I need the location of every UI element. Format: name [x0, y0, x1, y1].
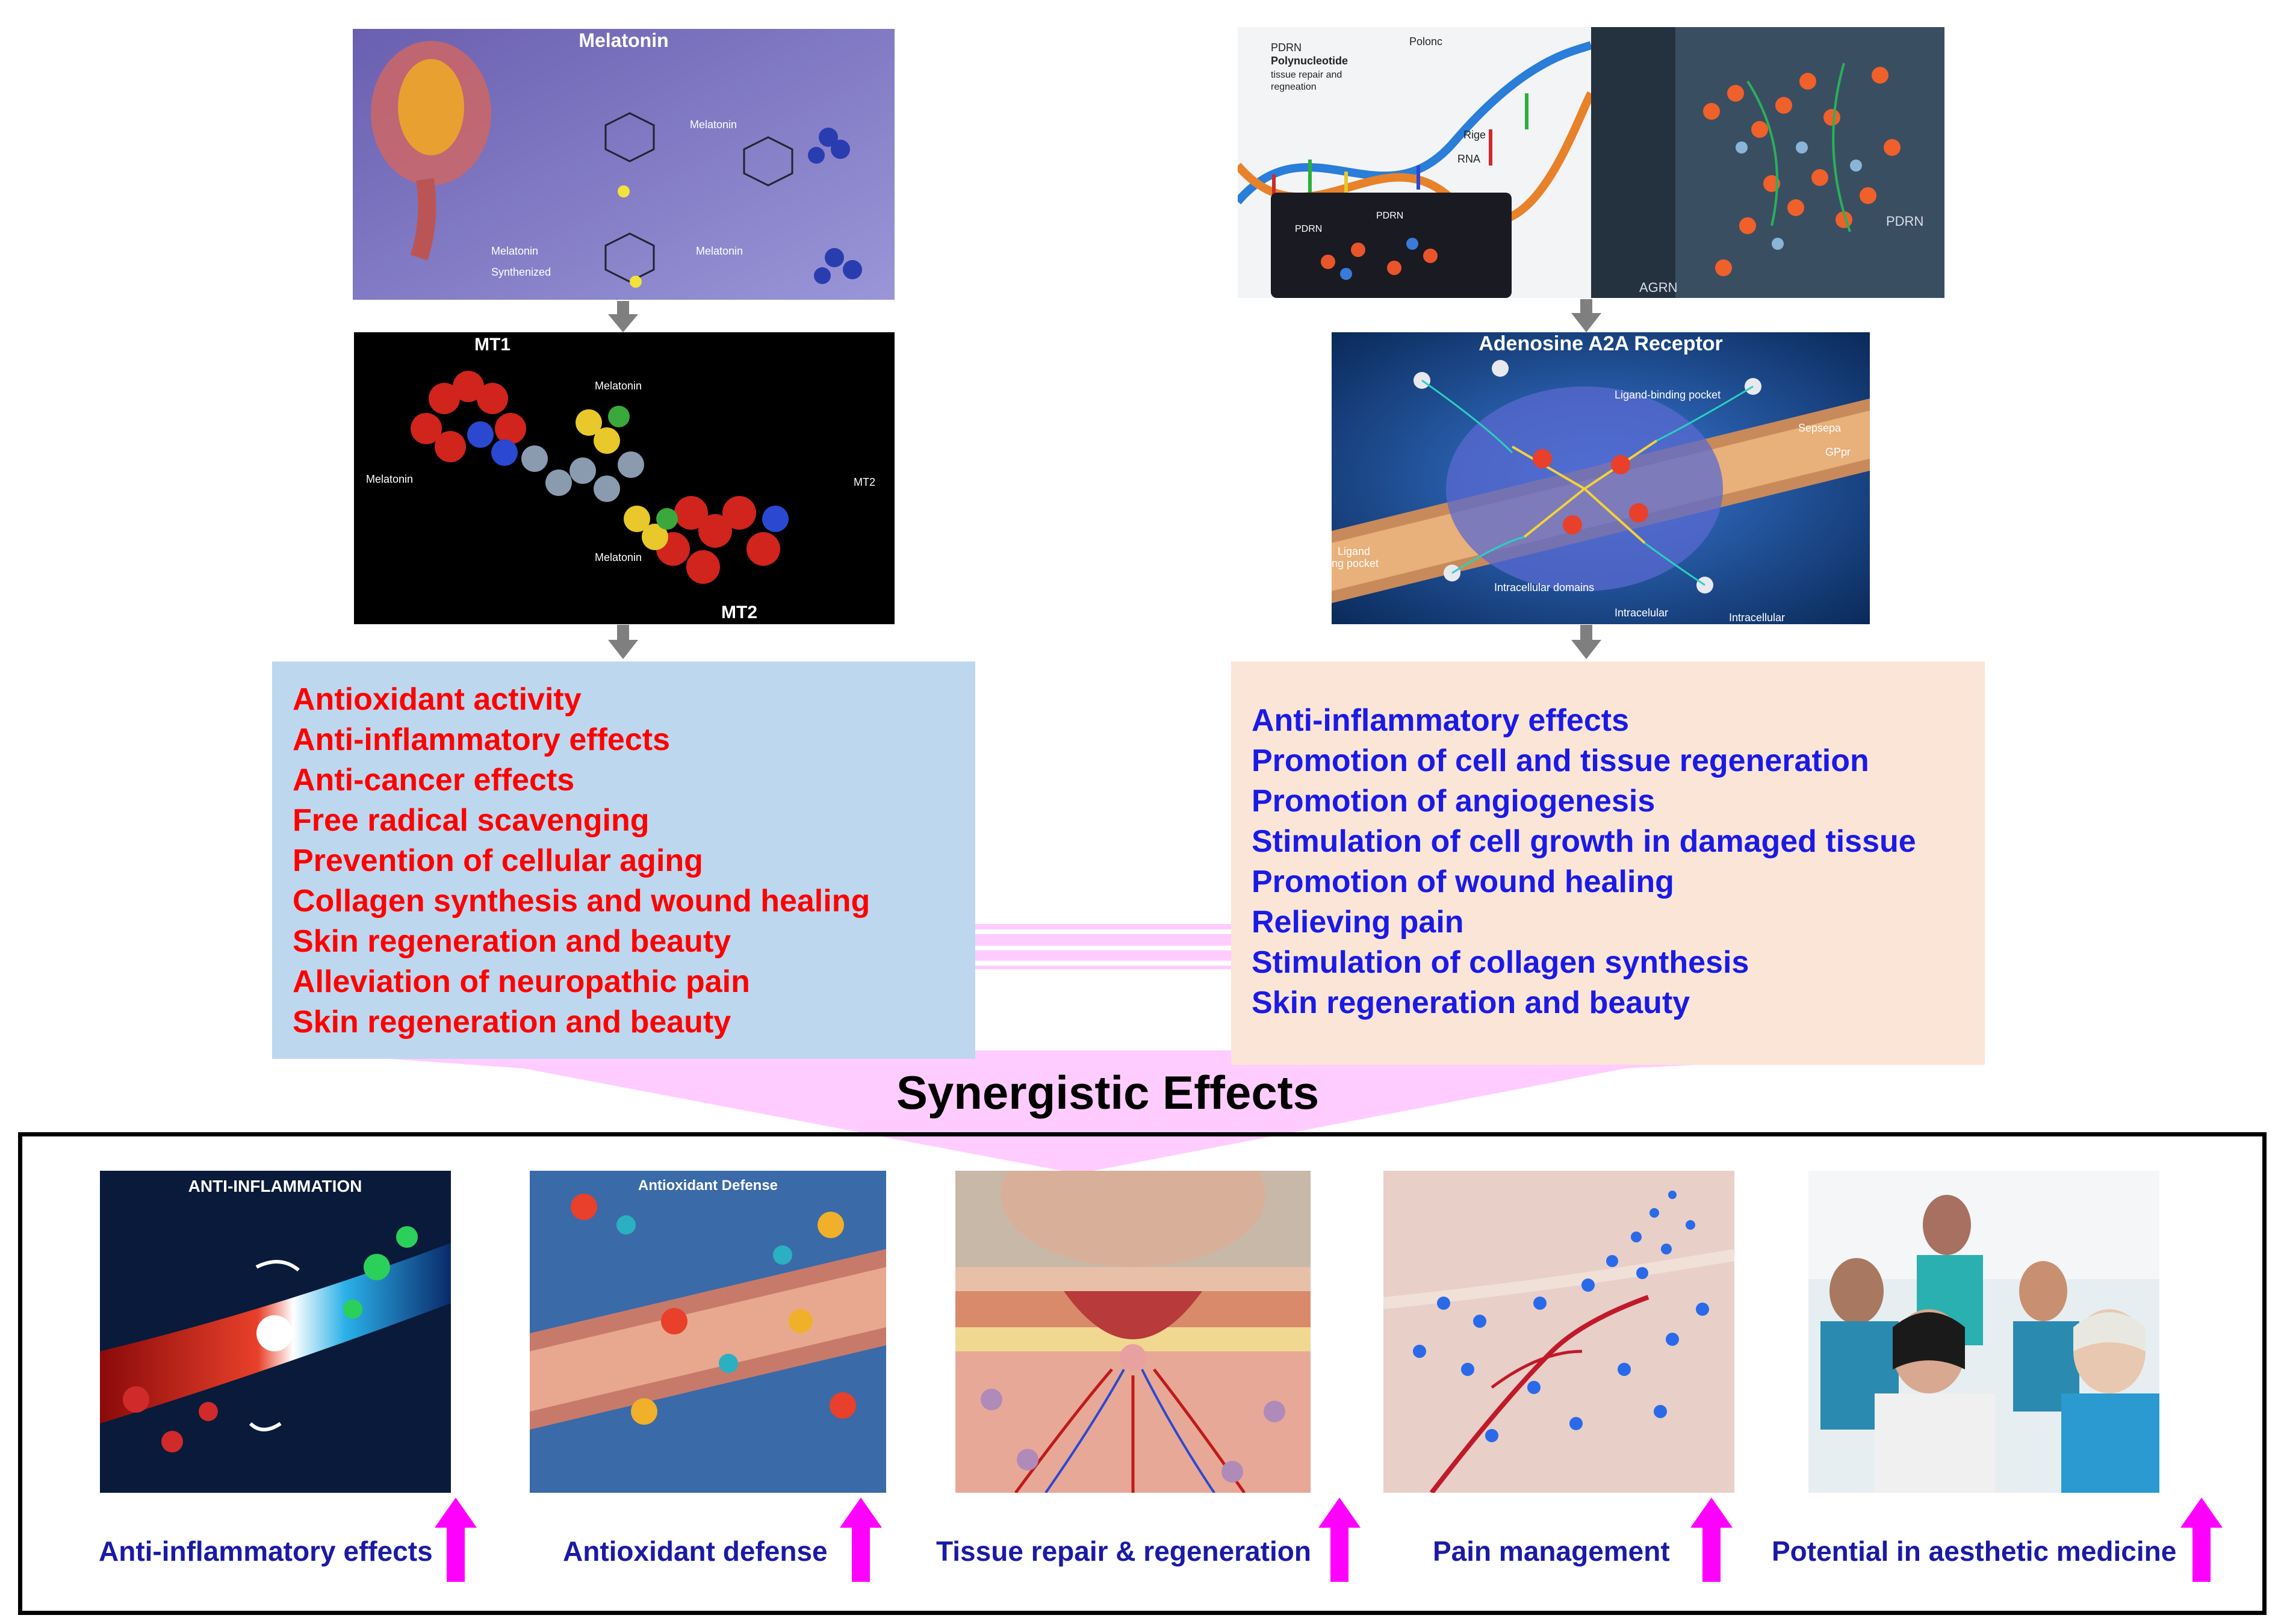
- increase-arrow-icon: [840, 1498, 882, 1582]
- pdrn-effects-box: Anti-inflammatory effects Promotion of c…: [1231, 662, 1985, 1065]
- svg-text:Melatonin: Melatonin: [690, 119, 737, 131]
- effect-item: Anti-cancer effects: [293, 763, 575, 798]
- melatonin-receptor-image: MT1 Melatonin Melatonin MT2 Melatonin MT…: [354, 332, 895, 624]
- down-arrow: [608, 301, 638, 332]
- svg-text:ng pocket: ng pocket: [1332, 557, 1379, 569]
- svg-text:Polonc: Polonc: [1409, 36, 1442, 48]
- caption-tissue-repair: Tissue repair & regeneration: [936, 1536, 1311, 1567]
- effect-item: Free radical scavenging: [293, 803, 650, 838]
- synergy-frame: [18, 1132, 2267, 1615]
- increase-arrow-icon: [435, 1498, 477, 1582]
- antioxidant-defense-image: Antioxidant Defense: [530, 1171, 886, 1493]
- svg-text:PDRN: PDRN: [1886, 214, 1923, 229]
- svg-text:tissue repair and: tissue repair and: [1271, 70, 1342, 80]
- effect-item: Stimulation of collagen synthesis: [1252, 945, 1749, 980]
- svg-text:Intracellular: Intracellular: [1729, 612, 1785, 624]
- tissue-repair-panel: [955, 1171, 1311, 1493]
- melatonin-synthesis-panel: Melatonin Melatonin Melatonin Melatonin …: [353, 29, 895, 300]
- a2a-receptor-image: Adenosine A2A Receptor Ligand-binding po…: [1332, 332, 1870, 624]
- effect-item: Alleviation of neuropathic pain: [293, 964, 750, 999]
- pain-management-panel: [1383, 1171, 1734, 1493]
- svg-text:Ligand-binding pocket: Ligand-binding pocket: [1615, 389, 1721, 401]
- molecular-structure-image: PDRN AGRN: [1591, 27, 1944, 298]
- caption-anti-inflammatory: Anti-inflammatory effects: [99, 1536, 433, 1567]
- effect-item: Promotion of angiogenesis: [1252, 784, 1656, 819]
- increase-arrow-icon: [1318, 1498, 1361, 1582]
- svg-text:AGRN: AGRN: [1639, 280, 1678, 295]
- effect-item: Skin regeneration and beauty: [1252, 985, 1690, 1020]
- caption-pain-management: Pain management: [1433, 1536, 1670, 1567]
- anti-inflammation-image: ANTI-INFLAMMATION: [100, 1171, 451, 1493]
- svg-text:Synthenized: Synthenized: [491, 266, 551, 278]
- svg-text:MT2: MT2: [721, 603, 757, 622]
- svg-text:Rige: Rige: [1463, 129, 1486, 141]
- svg-text:GPpr: GPpr: [1825, 446, 1851, 458]
- svg-text:RNA: RNA: [1457, 153, 1480, 165]
- synergy-title: Synergistic Effects: [896, 1066, 1320, 1119]
- effect-item: Anti-inflammatory effects: [293, 722, 670, 757]
- melatonin-receptor-panel: MT1 Melatonin Melatonin MT2 Melatonin MT…: [354, 332, 895, 624]
- effect-item: Skin regeneration and beauty: [293, 924, 731, 959]
- svg-text:Melatonin: Melatonin: [696, 245, 743, 257]
- effect-item: Prevention of cellular aging: [293, 843, 703, 878]
- down-arrow: [1571, 299, 1601, 332]
- down-arrow: [1571, 625, 1601, 659]
- a2a-title: Adenosine A2A Receptor: [1479, 332, 1723, 355]
- effect-item: Promotion of cell and tissue regeneratio…: [1252, 743, 1869, 778]
- svg-text:Melatonin: Melatonin: [491, 245, 538, 257]
- tissue-repair-image: [955, 1171, 1311, 1493]
- increase-arrow-icon: [1690, 1498, 1733, 1582]
- svg-text:Sepsepa: Sepsepa: [1798, 422, 1842, 434]
- pain-management-image: [1383, 1171, 1734, 1493]
- svg-text:Polynucleotide: Polynucleotide: [1271, 55, 1348, 67]
- antioxidant-panel: Antioxidant Defense: [530, 1171, 886, 1493]
- caption-antioxidant: Antioxidant defense: [563, 1536, 828, 1567]
- svg-text:MT2: MT2: [854, 476, 875, 488]
- melatonin-title: Melatonin: [579, 29, 668, 51]
- a2a-receptor-panel: Adenosine A2A Receptor Ligand-binding po…: [1332, 332, 1870, 624]
- down-arrow: [608, 625, 638, 659]
- effect-item: Skin regeneration and beauty: [293, 1005, 731, 1040]
- svg-text:PDRN: PDRN: [1295, 224, 1322, 234]
- anti-inflammation-panel: ANTI-INFLAMMATION: [100, 1171, 451, 1493]
- svg-text:PDRN: PDRN: [1271, 42, 1302, 54]
- svg-text:ANTI-INFLAMMATION: ANTI-INFLAMMATION: [188, 1177, 362, 1195]
- caption-aesthetic-medicine: Potential in aesthetic medicine: [1772, 1536, 2177, 1567]
- effect-item: Promotion of wound healing: [1252, 864, 1674, 899]
- aesthetic-medicine-image: [1808, 1171, 2159, 1493]
- effect-item: Stimulation of cell growth in damaged ti…: [1252, 824, 1916, 859]
- melatonin-effects-box: Antioxidant activity Anti-inflammatory e…: [272, 662, 975, 1059]
- svg-text:Intracelular: Intracelular: [1615, 607, 1668, 619]
- svg-text:Melatonin: Melatonin: [366, 473, 413, 485]
- effect-item: Collagen synthesis and wound healing: [293, 884, 870, 919]
- svg-text:Melatonin: Melatonin: [595, 551, 642, 563]
- pineal-gland-synthesis-image: Melatonin Melatonin Melatonin Melatonin …: [353, 29, 895, 300]
- effect-item: Anti-inflammatory effects: [1252, 703, 1629, 738]
- svg-text:PDRN: PDRN: [1376, 211, 1403, 221]
- increase-arrow-icon: [2180, 1498, 2223, 1582]
- dna-helix-image: PDRN Polynucleotide tissue repair and re…: [1238, 27, 1591, 298]
- pdrn-molecule-panel: PDRN AGRN: [1591, 27, 1944, 298]
- pdrn-dna-panel: PDRN Polynucleotide tissue repair and re…: [1238, 27, 1591, 298]
- svg-text:Melatonin: Melatonin: [595, 380, 642, 392]
- svg-text:Intracellular domains: Intracellular domains: [1494, 581, 1594, 594]
- effect-item: Relieving pain: [1252, 905, 1464, 940]
- aesthetic-medicine-panel: [1808, 1171, 2159, 1493]
- svg-text:regneation: regneation: [1271, 82, 1317, 92]
- svg-text:Antioxidant Defense: Antioxidant Defense: [638, 1177, 778, 1194]
- svg-text:Ligand: Ligand: [1338, 545, 1370, 557]
- effect-item: Antioxidant activity: [293, 682, 582, 717]
- svg-text:MT1: MT1: [474, 335, 510, 355]
